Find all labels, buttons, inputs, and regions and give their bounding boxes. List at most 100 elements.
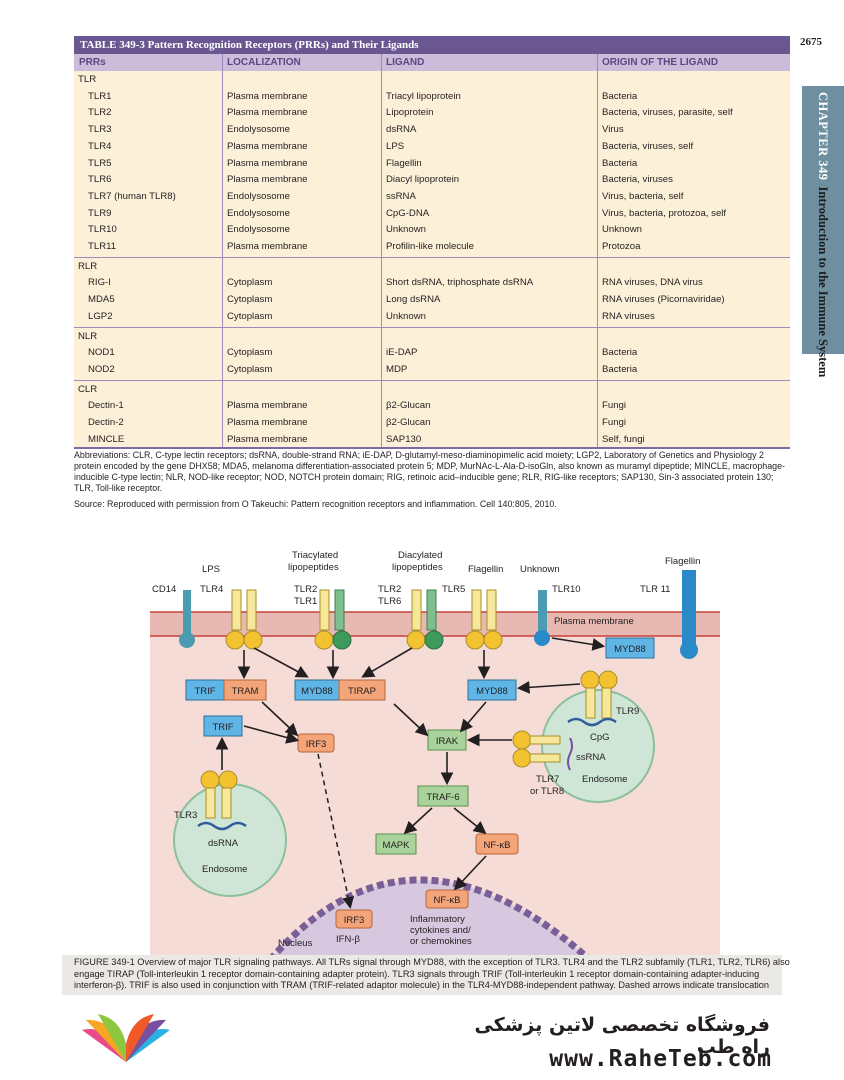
pathway-arrows [215, 637, 606, 891]
table-cell: Plasma membrane [227, 174, 308, 186]
table-cell: Cytoplasm [227, 277, 273, 289]
table-cell: TLR1 [88, 90, 112, 102]
group-divider [74, 379, 790, 381]
label-endosome: Endosome [582, 774, 627, 785]
label-tlr5: TLR5 [442, 584, 465, 595]
table-cell: Plasma membrane [227, 400, 308, 412]
box-myd88-b [467, 679, 517, 701]
table-cell: Cytoplasm [227, 347, 273, 359]
table-cell: Bacteria, viruses, parasite, self [602, 107, 733, 119]
table-cell: TLR9 [88, 207, 112, 219]
header-ligand: LIGAND [386, 57, 425, 68]
tlr2-tlr1-dimer [314, 589, 352, 650]
store-url[interactable]: www.RaheTeb.com [549, 1046, 772, 1072]
text-irf3: IRF3 [306, 739, 327, 750]
table-cell: Bacteria [602, 90, 638, 102]
label-tlr10: TLR10 [552, 584, 581, 595]
label-ssrna: ssRNA [576, 752, 606, 763]
group-label: TLR [78, 74, 97, 85]
group-label: CLR [78, 383, 98, 395]
header-origin: ORIGIN OF THE LIGAND [602, 57, 719, 68]
table-cell: Cytoplasm [227, 294, 273, 306]
translocation-arrow [317, 753, 355, 909]
book-logo-icon [82, 1014, 170, 1062]
column-divider [381, 54, 382, 447]
table-row: MDA5 Cytoplasm Long dsRNA RNA viruses (Pico… [74, 292, 790, 309]
table-row: RIG-I Cytoplasm Short dsRNA, triphosphate … [74, 275, 790, 292]
table-title: TABLE 349-3 Pattern Recognition Receptor… [74, 36, 790, 54]
label-plasma-membrane: Plasma membrane [554, 616, 634, 627]
label-tlr2-b: TLR2 [378, 584, 401, 595]
table-header: PRRs LOCALIZATION LIGAND ORIGIN OF THE L… [74, 54, 790, 71]
table-cell: Bacteria [602, 347, 638, 359]
box-tram [223, 679, 267, 701]
store-name: فروشگاه تخصصی لاتین پزشکی راه طب [474, 1014, 770, 1058]
table-cell: Virus, bacteria, self [602, 190, 684, 202]
table-cell: MDA5 [88, 294, 115, 306]
table-cell: TLR5 [88, 157, 112, 169]
table-cell: Unknown [386, 224, 426, 236]
table-cell: Plasma membrane [227, 417, 308, 428]
tlr11-receptor [680, 570, 698, 659]
table-cell: Endolysosome [227, 207, 290, 219]
label-tlr6: TLR6 [378, 596, 401, 607]
chapter-tab: CHAPTER 349Introduction to the Immune Sy… [802, 86, 844, 377]
table-cell: TLR3 [88, 124, 112, 136]
table-cell: Long dsRNA [386, 294, 441, 306]
tlr9-dimer [580, 670, 618, 719]
text-myd88-c: MYD88 [614, 644, 646, 655]
table-cell: Unknown [602, 224, 642, 236]
table-cell: TLR10 [88, 224, 117, 236]
ligand-unknown: Unknown [520, 564, 560, 575]
table-cell: Bacteria [602, 157, 638, 169]
ligand-flagellin: Flagellin [468, 564, 503, 575]
header-prrs: PRRs [79, 57, 106, 68]
group-divider [74, 326, 790, 328]
table-cell: Fungi [602, 417, 626, 428]
box-nfkb-nuclear [425, 889, 469, 909]
table-cell: Triacyl lipoprotein [386, 90, 461, 102]
figure-caption: FIGURE 349-1 Overview of major TLR signa… [74, 957, 790, 990]
caption-background [62, 955, 782, 995]
text-mapk: MAPK [383, 840, 411, 851]
table-cell: Bacteria, viruses [602, 174, 673, 186]
table-cell: RIG-I [88, 277, 111, 289]
text-traf6: TRAF-6 [426, 792, 459, 803]
prr-table: TABLE 349-3 Pattern Recognition Receptor… [74, 36, 790, 447]
table-cell: Flagellin [386, 157, 422, 169]
table-cell: RNA viruses (Picornaviridae) [602, 294, 725, 306]
column-divider [222, 54, 223, 447]
table-cell: Fungi [602, 400, 626, 412]
table-cell: Short dsRNA, triphosphate dsRNA [386, 277, 534, 289]
label-nucleus: Nucleus [278, 938, 313, 949]
box-myd88-c [605, 637, 655, 659]
table-cell: TLR2 [88, 107, 112, 119]
box-nfkb [475, 833, 519, 855]
table-source: Source: Reproduced with permission from … [74, 499, 557, 509]
tlr2-tlr6-dimer [406, 589, 444, 650]
table-cell: NOD2 [88, 363, 115, 375]
box-trif-2 [203, 715, 243, 737]
table-cell: NOD1 [88, 347, 115, 359]
tlr5-dimer [465, 589, 503, 650]
label-tlr1: TLR1 [294, 596, 317, 607]
box-traf6 [417, 785, 469, 807]
table-cell: TLR11 [88, 241, 117, 252]
tlr10-receptor [534, 590, 550, 646]
label-tlr2: TLR2 [294, 584, 317, 595]
table-cell: TLR6 [88, 174, 112, 186]
table-cell: Unknown [386, 310, 426, 322]
table-cell: RNA viruses [602, 310, 655, 322]
header-localization: LOCALIZATION [227, 57, 301, 68]
label-ifn-beta: IFN-β [336, 934, 360, 945]
